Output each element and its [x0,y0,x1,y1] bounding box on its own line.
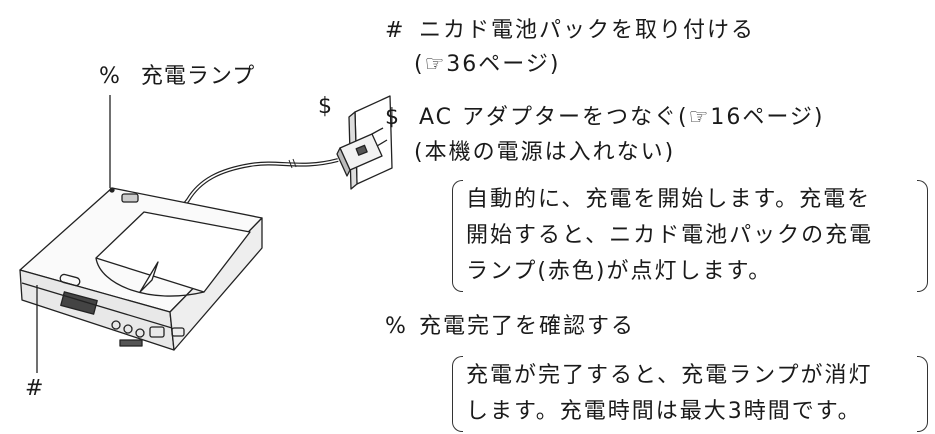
lamp-callout-mark: % [99,64,121,89]
step-2-note: 自動的に、充電を開始します。充電を 開始すると、ニカド電池パックの充電 ランプ(… [452,180,928,292]
step-3-text: 充電完了を確認する [419,314,636,339]
step-3: % 充電完了を確認する [385,312,635,342]
step-2-sub: (本機の電源は入れない) [414,140,676,165]
step-1-sub: (☞36ページ) [414,52,561,77]
step-2-note-line-3: ランプ(赤色)が点灯します。 [466,259,773,284]
step-3-mark: % [385,314,408,339]
step-2-text: AC アダプターをつなぐ(☞16ページ) [419,105,825,130]
step-3-note-line-1: 充電が完了すると、充電ランプが消灯 [466,363,873,388]
step-1-text: ニカド電池パックを取り付ける [419,18,756,43]
step-1: # ニカド電池パックを取り付ける [385,16,755,46]
lamp-callout-label: 充電ランプ [140,64,256,89]
step-2-note-line-1: 自動的に、充電を開始します。充電を [466,187,872,212]
step-3-note-line-2: します。充電時間は最大3時間です。 [466,399,862,424]
step-2-note-line-2: 開始すると、ニカド電池パックの充電 [466,223,874,248]
plug-callout-mark: $ [318,94,333,119]
device-charging-illustration [19,95,393,373]
battery-callout-mark: # [25,376,45,401]
step-3-note: 充電が完了すると、充電ランプが消灯 します。充電時間は最大3時間です。 [452,356,928,432]
step-2: $ AC アダプターをつなぐ(☞16ページ) [385,103,824,133]
lamp-callout: % 充電ランプ [99,66,255,88]
step-2-mark: $ [385,105,401,130]
device-body [19,187,263,351]
ac-adapter-icon [336,127,388,177]
step-1-mark: # [385,18,406,43]
